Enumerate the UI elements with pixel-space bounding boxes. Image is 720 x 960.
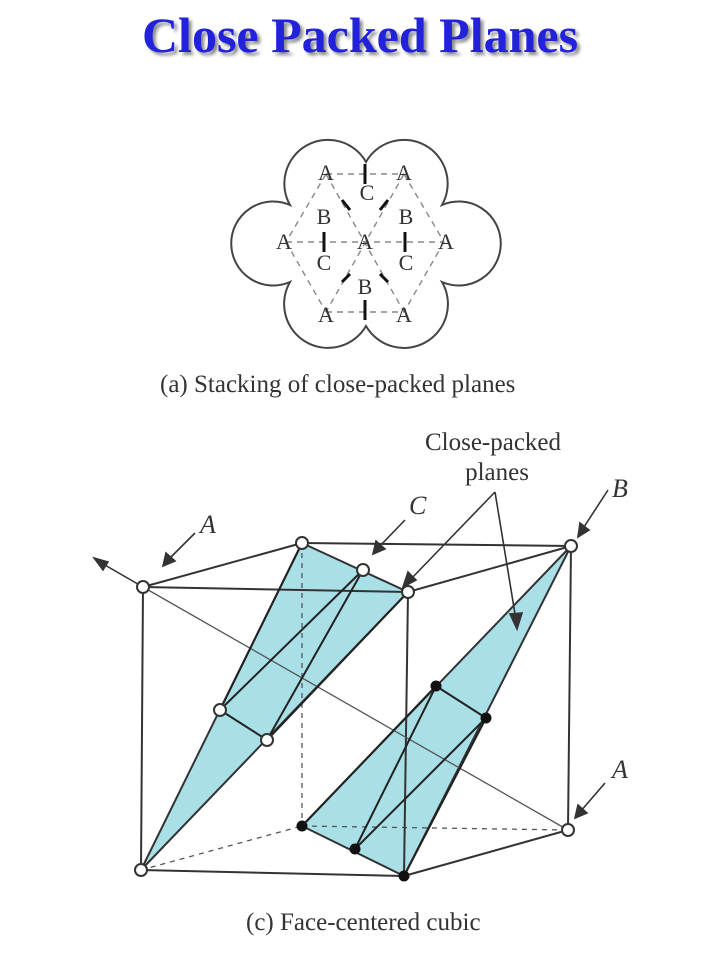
label-a: A — [276, 229, 292, 254]
atom — [349, 843, 361, 855]
hidden-edges — [140, 543, 569, 871]
atom — [213, 703, 227, 717]
label-c: C — [360, 180, 375, 205]
page-title: Close Packed Planes — [141, 7, 579, 63]
label-c: C — [317, 250, 332, 275]
label-a: A — [396, 302, 412, 327]
label-a: A — [357, 229, 373, 254]
atom — [260, 733, 274, 747]
layer-label-a-top: A — [198, 510, 216, 539]
fcc-cube — [92, 489, 609, 882]
body-diagonal — [142, 586, 569, 831]
left-plane-inner — [219, 542, 409, 741]
atom — [401, 585, 415, 599]
atom — [564, 539, 578, 553]
label-b: B — [399, 204, 414, 229]
label-b: B — [317, 204, 332, 229]
cube-edges — [140, 542, 572, 877]
label-a: A — [318, 160, 334, 185]
label-a: A — [396, 160, 412, 185]
filled-atoms — [296, 680, 492, 882]
atom — [480, 712, 492, 724]
fcc-caption: (c) Face-centered cubic — [246, 909, 481, 936]
label-a: A — [438, 229, 454, 254]
layer-label-b: B — [612, 474, 628, 503]
axis-arrow — [92, 556, 144, 588]
callout-line-1: Close-packed — [425, 429, 562, 456]
atom — [296, 820, 308, 832]
atom — [356, 563, 370, 577]
layer-arrows — [161, 489, 609, 820]
label-c: C — [399, 250, 414, 275]
sphere-outline — [230, 138, 502, 349]
atom — [430, 680, 442, 692]
layer-label-c: C — [409, 491, 427, 520]
atom — [134, 863, 148, 877]
right-plane-inner — [301, 685, 487, 877]
stacking-caption: (a) Stacking of close-packed planes — [160, 371, 515, 398]
label-a: A — [318, 302, 334, 327]
stacking-labels: A A A A A A A B B B C C C — [276, 160, 454, 327]
layer-label-a-bottom: A — [610, 755, 628, 784]
atom — [295, 536, 309, 550]
callout-line-2: planes — [465, 459, 529, 486]
atom — [136, 580, 150, 594]
label-b: B — [358, 274, 373, 299]
open-atoms — [134, 536, 578, 877]
callout-arrows — [401, 491, 524, 632]
contact-ticks — [322, 164, 407, 320]
stacking-diagram — [230, 138, 502, 349]
atom — [561, 823, 575, 837]
atom — [398, 870, 410, 882]
